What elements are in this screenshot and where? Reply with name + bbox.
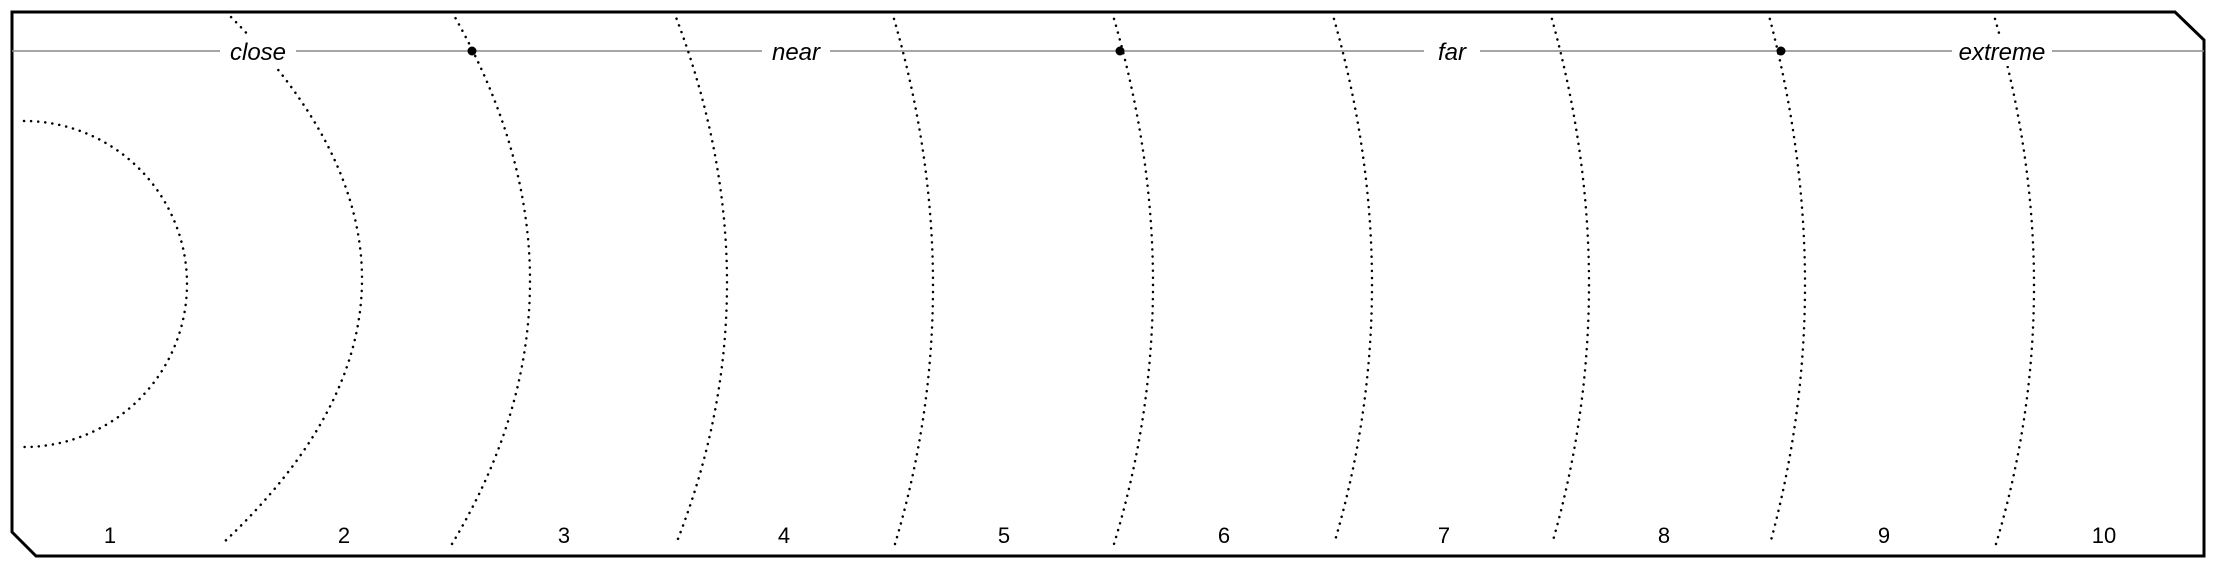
zone-boundary-arc — [1766, 10, 1807, 546]
range-band-labels: close near far extreme — [220, 36, 2052, 66]
zone-number-8: 8 — [1658, 523, 1670, 548]
zone-number-9: 9 — [1878, 523, 1890, 548]
band-markers — [467, 46, 1786, 56]
band-marker — [1776, 46, 1786, 56]
zone-numbers: 1 2 3 4 5 6 7 8 9 10 — [104, 523, 2116, 548]
zone-boundary-arc — [22, 119, 189, 449]
band-marker — [467, 46, 477, 56]
zone-boundary-arc — [1330, 10, 1374, 546]
band-label-far: far — [1438, 39, 1467, 66]
zone-number-7: 7 — [1438, 523, 1450, 548]
zone-boundaries — [22, 10, 2036, 546]
zone-number-1: 1 — [104, 523, 116, 548]
zone-boundary-arc — [1991, 10, 2036, 546]
zone-number-5: 5 — [998, 523, 1010, 548]
zone-number-6: 6 — [1218, 523, 1230, 548]
zone-number-2: 2 — [338, 523, 350, 548]
zone-number-10: 10 — [2092, 523, 2116, 548]
zone-boundary-arc — [890, 10, 935, 546]
zone-boundary-arc — [1110, 10, 1155, 546]
band-label-near: near — [772, 39, 821, 66]
zone-boundary-arc — [450, 10, 532, 546]
band-label-extreme: extreme — [1959, 39, 2046, 66]
zone-boundary-arc — [672, 10, 729, 546]
zone-number-3: 3 — [558, 523, 570, 548]
zone-number-4: 4 — [778, 523, 790, 548]
zone-boundary-arc — [1548, 10, 1591, 546]
band-label-close: close — [230, 39, 286, 66]
board-outline — [10, 10, 2206, 558]
band-marker — [1115, 46, 1125, 56]
